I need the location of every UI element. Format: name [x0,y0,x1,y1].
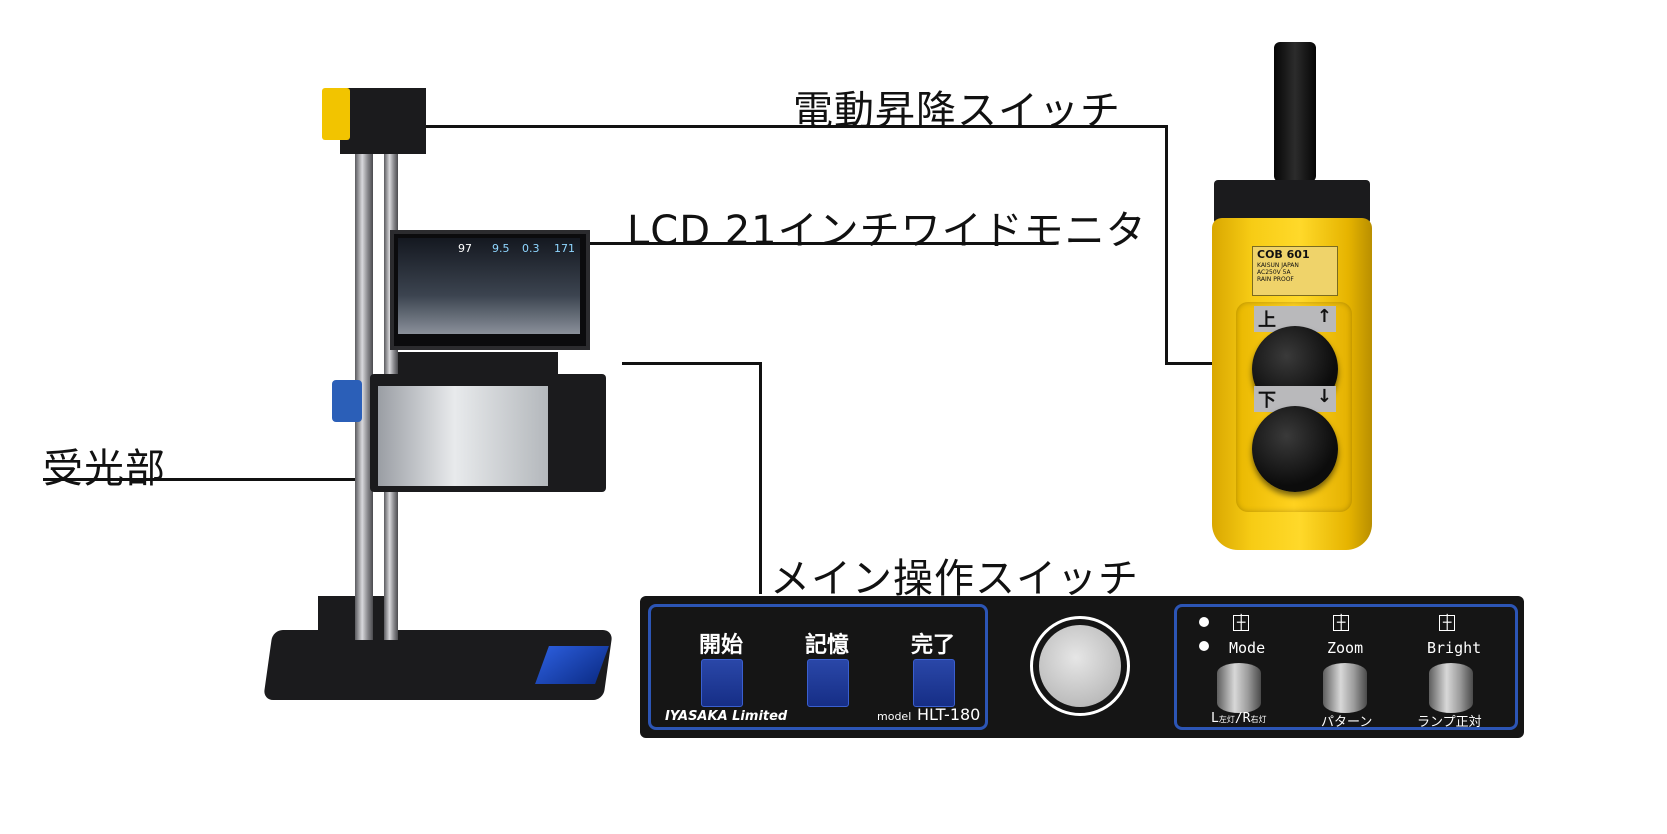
lcd-leader [528,242,1056,245]
main-switch-leader [622,362,762,365]
mode-label: Mode [1229,639,1266,657]
indicator-led-1 [1199,617,1209,627]
pendant-nameplate: COB 601 KAISUN JAPAN AC250V 5A RAIN PROO… [1252,246,1338,296]
bright-knob[interactable] [1429,663,1473,713]
key-section: 開始 記憶 完了 IYASAKA Limited model HLT-180 [648,604,988,730]
main-switch-callout: メイン操作スイッチ [770,556,1139,602]
monitor-readout-1: 97 [458,242,472,255]
lift-switch-leader-v [1165,125,1168,365]
zoom-label: Zoom [1327,639,1364,657]
monitor: 97 9.5 0.3 171 [390,230,590,350]
zoom-bottom-label: パターン [1321,715,1373,730]
down-label: 下 [1258,390,1276,411]
base-riser [318,596,388,656]
pendant-rating-2: RAIN PROOF [1257,276,1294,283]
monitor-screen [398,238,580,334]
down-label-plate: 下 ↓ [1254,386,1336,412]
monitor-readout-2: 9.5 [492,242,510,255]
center-dial[interactable] [1030,616,1130,716]
receiver-box [370,374,606,492]
up-label-plate: 上 ↑ [1254,306,1336,332]
zoom-symbol-icon: ┼ [1333,615,1350,631]
finish-label: 完了 [910,633,955,658]
zoom-knob[interactable] [1323,663,1367,713]
down-arrow-icon: ↓ [1316,386,1332,407]
bright-symbol-icon: ┼ [1439,615,1456,631]
pendant-cable [1274,42,1316,182]
memory-label: 記憶 [804,633,849,658]
pillar [355,140,373,640]
pendant-maker: KAISUN JAPAN [1257,262,1299,269]
lift-switch-leader [348,125,1166,128]
start-label: 開始 [698,633,743,658]
mini-pendant [322,88,350,140]
bright-bottom-label: ランプ正対 [1417,715,1482,730]
top-housing [340,88,426,154]
dial-face [1039,625,1121,707]
model-name: HLT-180 [917,705,981,724]
mode-knob[interactable] [1217,663,1261,713]
down-button[interactable] [1252,406,1338,492]
bright-label: Bright [1427,639,1482,657]
mode-bottom-label: L左灯/R右灯 [1211,711,1267,726]
knob-section: ┼ Mode L左灯/R右灯 ┼ Zoom パターン ┼ Bright ランプ正… [1174,604,1518,730]
up-arrow-icon: ↑ [1316,306,1332,327]
pendant-cap [1214,180,1370,224]
finish-button[interactable] [913,659,955,707]
control-strip [398,352,558,374]
monitor-readout-3: 0.3 [522,242,540,255]
pendant-switch: COB 601 KAISUN JAPAN AC250V 5A RAIN PROO… [1212,218,1372,550]
pendant-rating-1: AC250V 5A [1257,269,1291,276]
side-blue-handle [332,380,362,422]
brand-logo: IYASAKA Limited [665,709,788,724]
lcd-monitor-callout: LCD 21インチワイドモニタ [627,208,1147,254]
up-label: 上 [1258,310,1276,331]
receiver-callout: 受光部 [43,446,166,492]
main-control-panel: 開始 記憶 完了 IYASAKA Limited model HLT-180 ┼… [640,596,1524,738]
tester-machine: 97 9.5 0.3 171 [260,40,620,720]
monitor-readout-4: 171 [554,242,575,255]
lift-switch-leader-h2 [1165,362,1217,365]
model-prefix: model [877,710,912,723]
main-switch-leader-v [759,362,762,594]
receiver-lens [378,386,548,486]
receiver-leader [43,478,473,481]
memory-button[interactable] [807,659,849,707]
mode-symbol-icon: ┼ [1233,615,1250,631]
start-button[interactable] [701,659,743,707]
indicator-led-2 [1199,641,1209,651]
pendant-model: COB 601 [1257,248,1310,261]
